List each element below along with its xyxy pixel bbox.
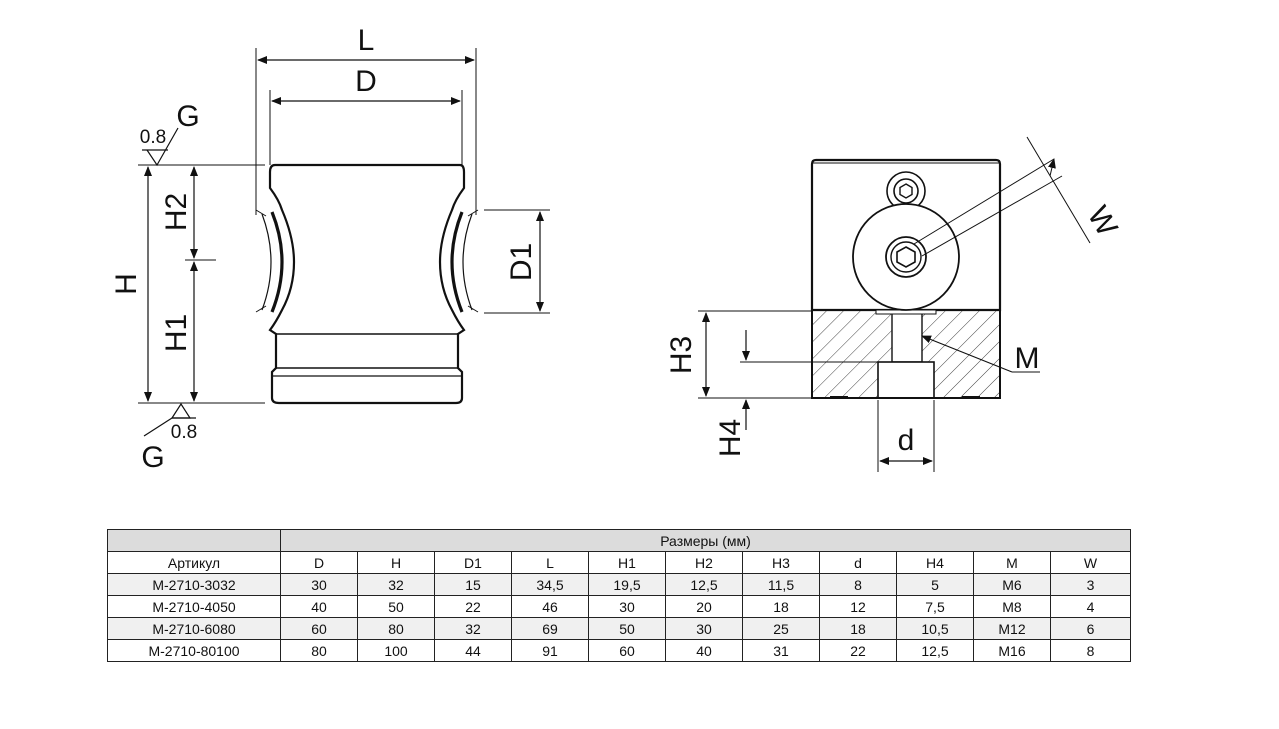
roughness-bottom: 0.8 — [171, 422, 197, 443]
table-cell: 3 — [1049, 573, 1132, 596]
table-column-header: D1 — [434, 551, 512, 574]
label-H2: H2 — [160, 193, 193, 231]
table-cell: M16 — [973, 639, 1051, 662]
table-cell: 7,5 — [896, 595, 974, 618]
table-cell: 22 — [434, 595, 512, 618]
table-cell: 8 — [819, 573, 897, 596]
table-column-header: L — [511, 551, 589, 574]
label-L: L — [358, 24, 375, 57]
label-H: H — [110, 273, 143, 295]
table-corner-cell — [107, 529, 281, 552]
article-cell: M-2710-4050 — [107, 595, 281, 618]
table-cell: 40 — [665, 639, 743, 662]
table-cell: 80 — [357, 617, 435, 640]
table-column-header: M — [973, 551, 1051, 574]
table-cell: M12 — [973, 617, 1051, 640]
table-cell: 34,5 — [511, 573, 589, 596]
table-cell: 50 — [588, 617, 666, 640]
roughness-top: 0.8 — [140, 127, 166, 148]
label-G-top: G — [176, 100, 199, 133]
table-cell: 32 — [357, 573, 435, 596]
table-cell: 30 — [665, 617, 743, 640]
label-D1: D1 — [505, 243, 538, 281]
table-cell: 69 — [511, 617, 589, 640]
table-column-header: H3 — [742, 551, 820, 574]
side-view-labels: L D G 0.8 0.8 G H H2 H1 D1 — [110, 24, 538, 474]
table-group-header-row: Размеры (мм) — [107, 529, 1132, 552]
technical-drawing: L D G 0.8 0.8 G H H2 H1 D1 — [110, 24, 1124, 474]
table-cell: 12,5 — [665, 573, 743, 596]
label-G-bottom: G — [141, 441, 164, 474]
label-M: M — [1015, 342, 1040, 375]
table-cell: 40 — [280, 595, 358, 618]
label-H3: H3 — [665, 336, 698, 374]
table-cell: 80 — [280, 639, 358, 662]
table-cell: 6 — [1049, 617, 1132, 640]
table-cell: 30 — [588, 595, 666, 618]
table-cell: 32 — [434, 617, 512, 640]
table-cell: 15 — [434, 573, 512, 596]
article-cell: M-2710-6080 — [107, 617, 281, 640]
table-column-header: H1 — [588, 551, 666, 574]
label-d: d — [898, 424, 915, 457]
article-cell: M-2710-3032 — [107, 573, 281, 596]
side-view — [138, 48, 550, 437]
table-cell: 30 — [280, 573, 358, 596]
table-cell: 91 — [511, 639, 589, 662]
table-column-header: d — [819, 551, 897, 574]
table-cell: 18 — [819, 617, 897, 640]
label-H4: H4 — [714, 419, 747, 457]
table-cell: 50 — [357, 595, 435, 618]
table-cell: 5 — [896, 573, 974, 596]
table-cell: 8 — [1049, 639, 1132, 662]
table-cell: 10,5 — [896, 617, 974, 640]
table-cell: 100 — [357, 639, 435, 662]
label-W: W — [1081, 201, 1124, 243]
table-column-header: H4 — [896, 551, 974, 574]
table-cell: 60 — [280, 617, 358, 640]
table-cell: 4 — [1049, 595, 1132, 618]
table-cell: 25 — [742, 617, 820, 640]
table-cell: 60 — [588, 639, 666, 662]
table-column-header: H2 — [665, 551, 743, 574]
table-cell: 12,5 — [896, 639, 974, 662]
table-cell: 44 — [434, 639, 512, 662]
table-column-header: H — [357, 551, 435, 574]
table-cell: 11,5 — [742, 573, 820, 596]
table-cell: 19,5 — [588, 573, 666, 596]
table-cell: 46 — [511, 595, 589, 618]
table-column-header: D — [280, 551, 358, 574]
side-view-body — [268, 163, 466, 405]
label-H1: H1 — [160, 314, 193, 352]
table-cell: 31 — [742, 639, 820, 662]
table-cell: 22 — [819, 639, 897, 662]
table-article-header: Артикул — [107, 551, 281, 574]
table-cell: 18 — [742, 595, 820, 618]
article-cell: M-2710-80100 — [107, 639, 281, 662]
table-column-header: W — [1049, 551, 1132, 574]
front-view — [698, 136, 1091, 472]
table-cell: 12 — [819, 595, 897, 618]
table-cell: M8 — [973, 595, 1051, 618]
table-cell: 20 — [665, 595, 743, 618]
table-group-header: Размеры (мм) — [279, 529, 1132, 552]
label-D: D — [355, 65, 377, 98]
table-cell: M6 — [973, 573, 1051, 596]
